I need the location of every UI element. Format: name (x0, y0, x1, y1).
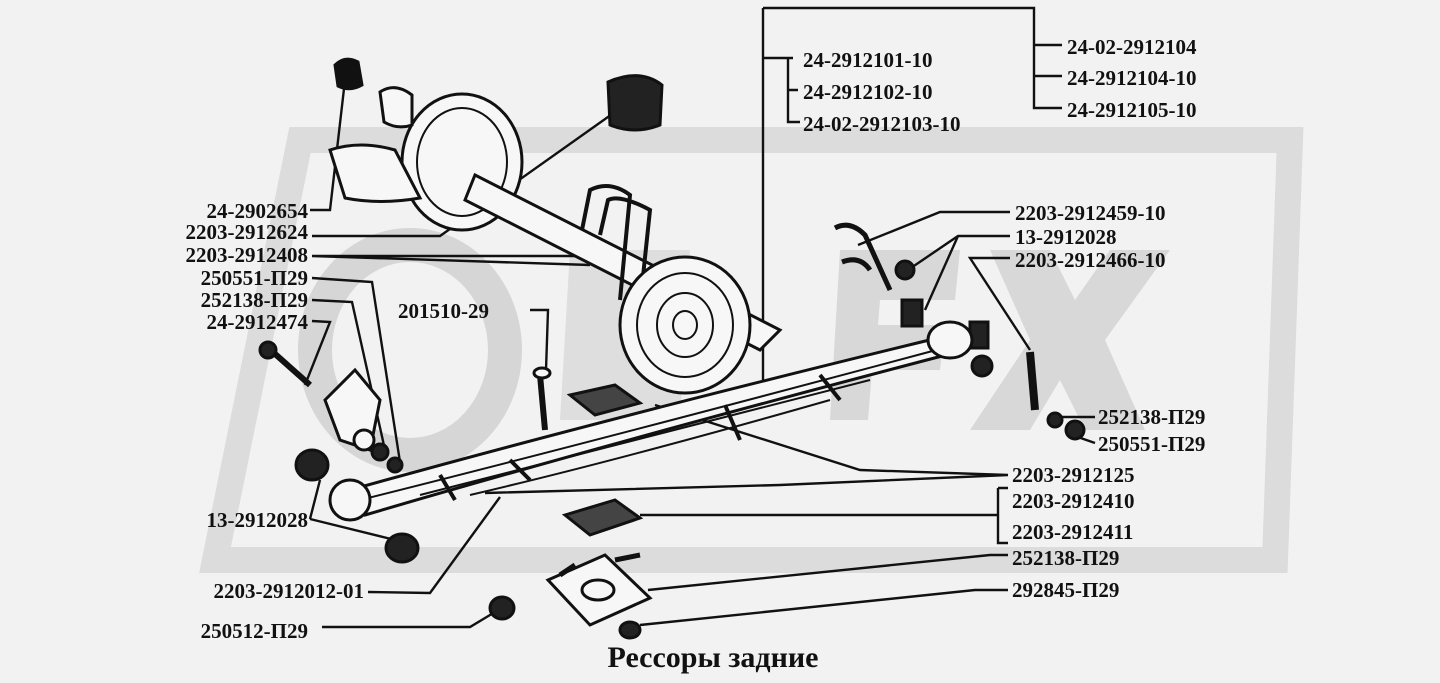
label-252138-p29-right: 252138-П29 (1098, 405, 1206, 429)
label-252138-p29-bottom: 252138-П29 (1012, 546, 1120, 570)
label-2203-2912624: 2203-2912624 (185, 220, 309, 244)
label-24-02-2912104: 24-02-2912104 (1067, 35, 1197, 59)
label-13-2912028-right: 13-2912028 (1015, 225, 1117, 249)
label-2203-2912411: 2203-2912411 (1012, 520, 1134, 544)
pad-upper (566, 383, 644, 417)
label-2203-2912466-10: 2203-2912466-10 (1015, 248, 1166, 272)
label-24-2912104-10: 24-2912104-10 (1067, 66, 1197, 90)
label-2203-2912125: 2203-2912125 (1012, 463, 1135, 487)
label-292845-p29: 292845-П29 (1012, 578, 1120, 602)
spring-plate (545, 553, 653, 627)
label-2203-2912410: 2203-2912410 (1012, 489, 1135, 513)
label-2203-2912459-10: 2203-2912459-10 (1015, 201, 1166, 225)
label-24-2912474: 24-2912474 (206, 310, 309, 334)
label-24-2902654: 24-2902654 (206, 199, 309, 223)
label-250512-p29: 250512-П29 (200, 619, 308, 643)
label-250551-p29-left: 250551-П29 (200, 266, 308, 290)
parts (258, 57, 1086, 640)
right-drum (618, 255, 752, 395)
label-2203-2912012-01: 2203-2912012-01 (213, 579, 365, 603)
u-bolt (580, 184, 653, 306)
label-24-2912102-10: 24-2912102-10 (803, 80, 933, 104)
label-2203-2912408: 2203-2912408 (185, 243, 309, 267)
rubber-pad (606, 74, 664, 132)
label-250551-p29-right: 250551-П29 (1098, 432, 1206, 456)
label-201510-29: 201510-29 (398, 299, 489, 323)
pad-lower (561, 498, 644, 537)
label-13-2912028-left: 13-2912028 (206, 508, 309, 532)
label-24-02-2912103-10: 24-02-2912103-10 (803, 112, 961, 136)
label-24-2912105-10: 24-2912105-10 (1067, 98, 1197, 122)
top-bushing (333, 57, 364, 91)
center-bolt (537, 374, 548, 431)
label-24-2912101-10: 24-2912101-10 (803, 48, 933, 72)
leader-lines (303, 6, 1096, 629)
diagram-caption: Рессоры задние (607, 641, 819, 674)
label-252138-p29-left: 252138-П29 (200, 288, 308, 312)
bushing-left (294, 448, 330, 482)
shackle-bolts (833, 222, 893, 292)
